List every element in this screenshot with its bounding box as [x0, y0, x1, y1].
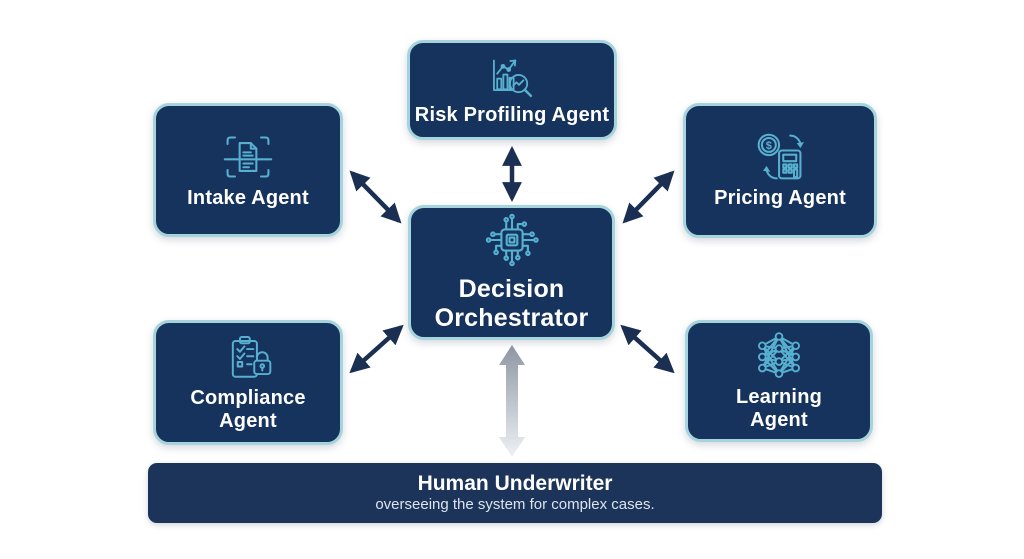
node-intake-agent: Intake Agent: [153, 103, 343, 237]
arrow-learning-orchestrator: [620, 324, 675, 374]
node-label: Decision Orchestrator: [434, 274, 589, 332]
node-risk-profiling-agent: Risk Profiling Agent: [407, 40, 617, 140]
arrow-pricing-orchestrator: [622, 170, 675, 224]
arrow-intake-orchestrator: [349, 170, 402, 224]
node-label: Learning Agent: [735, 386, 823, 431]
node-label: Intake Agent: [187, 186, 309, 209]
dollar-glyph: $: [766, 140, 773, 152]
document-scan-icon: [223, 135, 273, 178]
clipboard-checklist-lock-icon: [231, 335, 272, 378]
human-underwriter-subtitle: overseeing the system for complex cases.: [375, 496, 655, 514]
arrow-compliance-orchestrator: [349, 324, 404, 374]
neural-network-icon: [758, 332, 800, 378]
node-label: Compliance Agent: [190, 386, 306, 432]
human-underwriter-title: Human Underwriter: [417, 472, 613, 496]
node-compliance-agent: Compliance Agent: [153, 320, 343, 445]
node-decision-orchestrator: Decision Orchestrator: [408, 205, 615, 340]
chip-circuit-icon: [485, 213, 539, 266]
arrow-orchestrator-human-gradient: [499, 345, 525, 457]
node-label: Risk Profiling Agent: [414, 103, 610, 126]
node-learning-agent: Learning Agent: [685, 320, 873, 442]
bar-chart-magnifier-icon: [493, 59, 533, 97]
node-label: Pricing Agent: [714, 187, 846, 209]
coin-calculator-exchange-icon: $: [757, 133, 804, 180]
human-underwriter-bar: Human Underwriter overseeing the system …: [148, 463, 882, 523]
node-pricing-agent: $ Pricing Agent: [683, 103, 877, 238]
